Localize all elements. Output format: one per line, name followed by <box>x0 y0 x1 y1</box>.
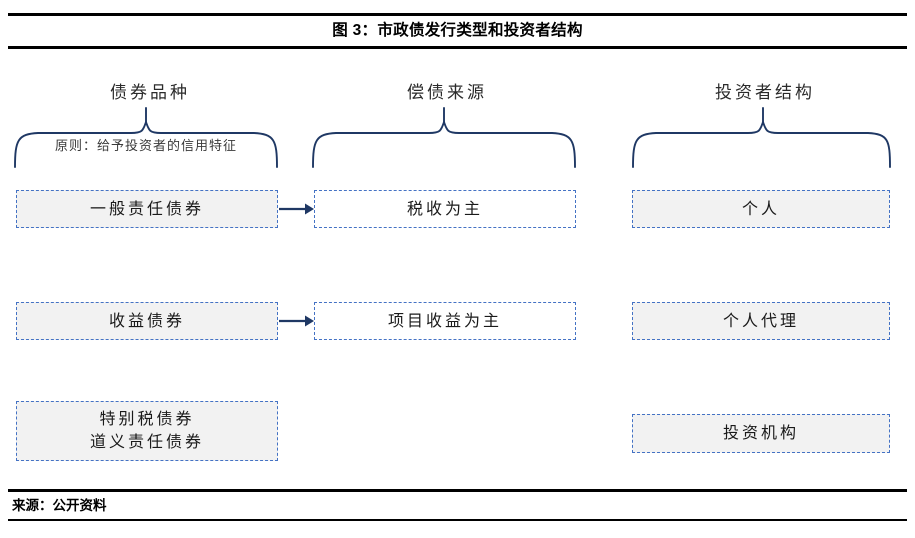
source-rule-bottom <box>8 518 907 521</box>
box-individual-investor[interactable]: 个人 <box>632 190 890 228</box>
arrow-general-obligation-to-tax <box>279 203 314 215</box>
column-header-repayment-source: 偿债来源 <box>407 83 487 102</box>
brace-repayment-source <box>312 107 576 168</box>
page-title: 图 3：市政债发行类型和投资者结构 <box>332 22 583 39</box>
figure-title-block: 图 3：市政债发行类型和投资者结构 <box>8 13 907 49</box>
box-moral-obligation-bond-label: 道义责任债券 <box>89 434 204 451</box>
box-project-revenue-primary[interactable]: 项目收益为主 <box>314 302 576 340</box>
box-revenue-bond[interactable]: 收益债券 <box>16 302 278 340</box>
source-rule-top <box>8 489 907 492</box>
arrow-revenue-bond-to-project-revenue <box>279 315 314 327</box>
box-individual-agent-investor[interactable]: 个人代理 <box>632 302 890 340</box>
title-rule-top <box>8 13 907 16</box>
box-special-tax-and-moral-obligation-bond[interactable]: 特别税债券 道义责任债券 <box>16 401 278 461</box>
box-institutional-investor[interactable]: 投资机构 <box>632 414 890 453</box>
column-header-investor-structure: 投资者结构 <box>715 83 815 102</box>
title-rule-bottom <box>8 46 907 49</box>
figure-source-block: 来源：公开资料 <box>8 489 907 521</box>
box-general-obligation-bond[interactable]: 一般责任债券 <box>16 190 278 228</box>
box-general-obligation-bond-label: 一般责任债券 <box>89 200 204 218</box>
box-special-tax-bond-label: 特别税债券 <box>99 411 195 428</box>
box-project-revenue-primary-label: 项目收益为主 <box>387 312 502 330</box>
box-institutional-investor-label: 投资机构 <box>722 425 799 442</box>
box-individual-agent-investor-label: 个人代理 <box>722 312 799 330</box>
brace-investor-structure <box>632 107 891 168</box>
column-header-bond-type: 债券品种 <box>110 83 190 102</box>
bond-type-principle-note: 原则：给予投资者的信用特征 <box>54 138 237 153</box>
box-tax-primary[interactable]: 税收为主 <box>314 190 576 228</box>
source-label: 来源：公开资料 <box>12 497 107 513</box>
box-tax-primary-label: 税收为主 <box>406 200 483 218</box>
box-individual-investor-label: 个人 <box>741 200 780 218</box>
box-revenue-bond-label: 收益债券 <box>108 312 185 330</box>
